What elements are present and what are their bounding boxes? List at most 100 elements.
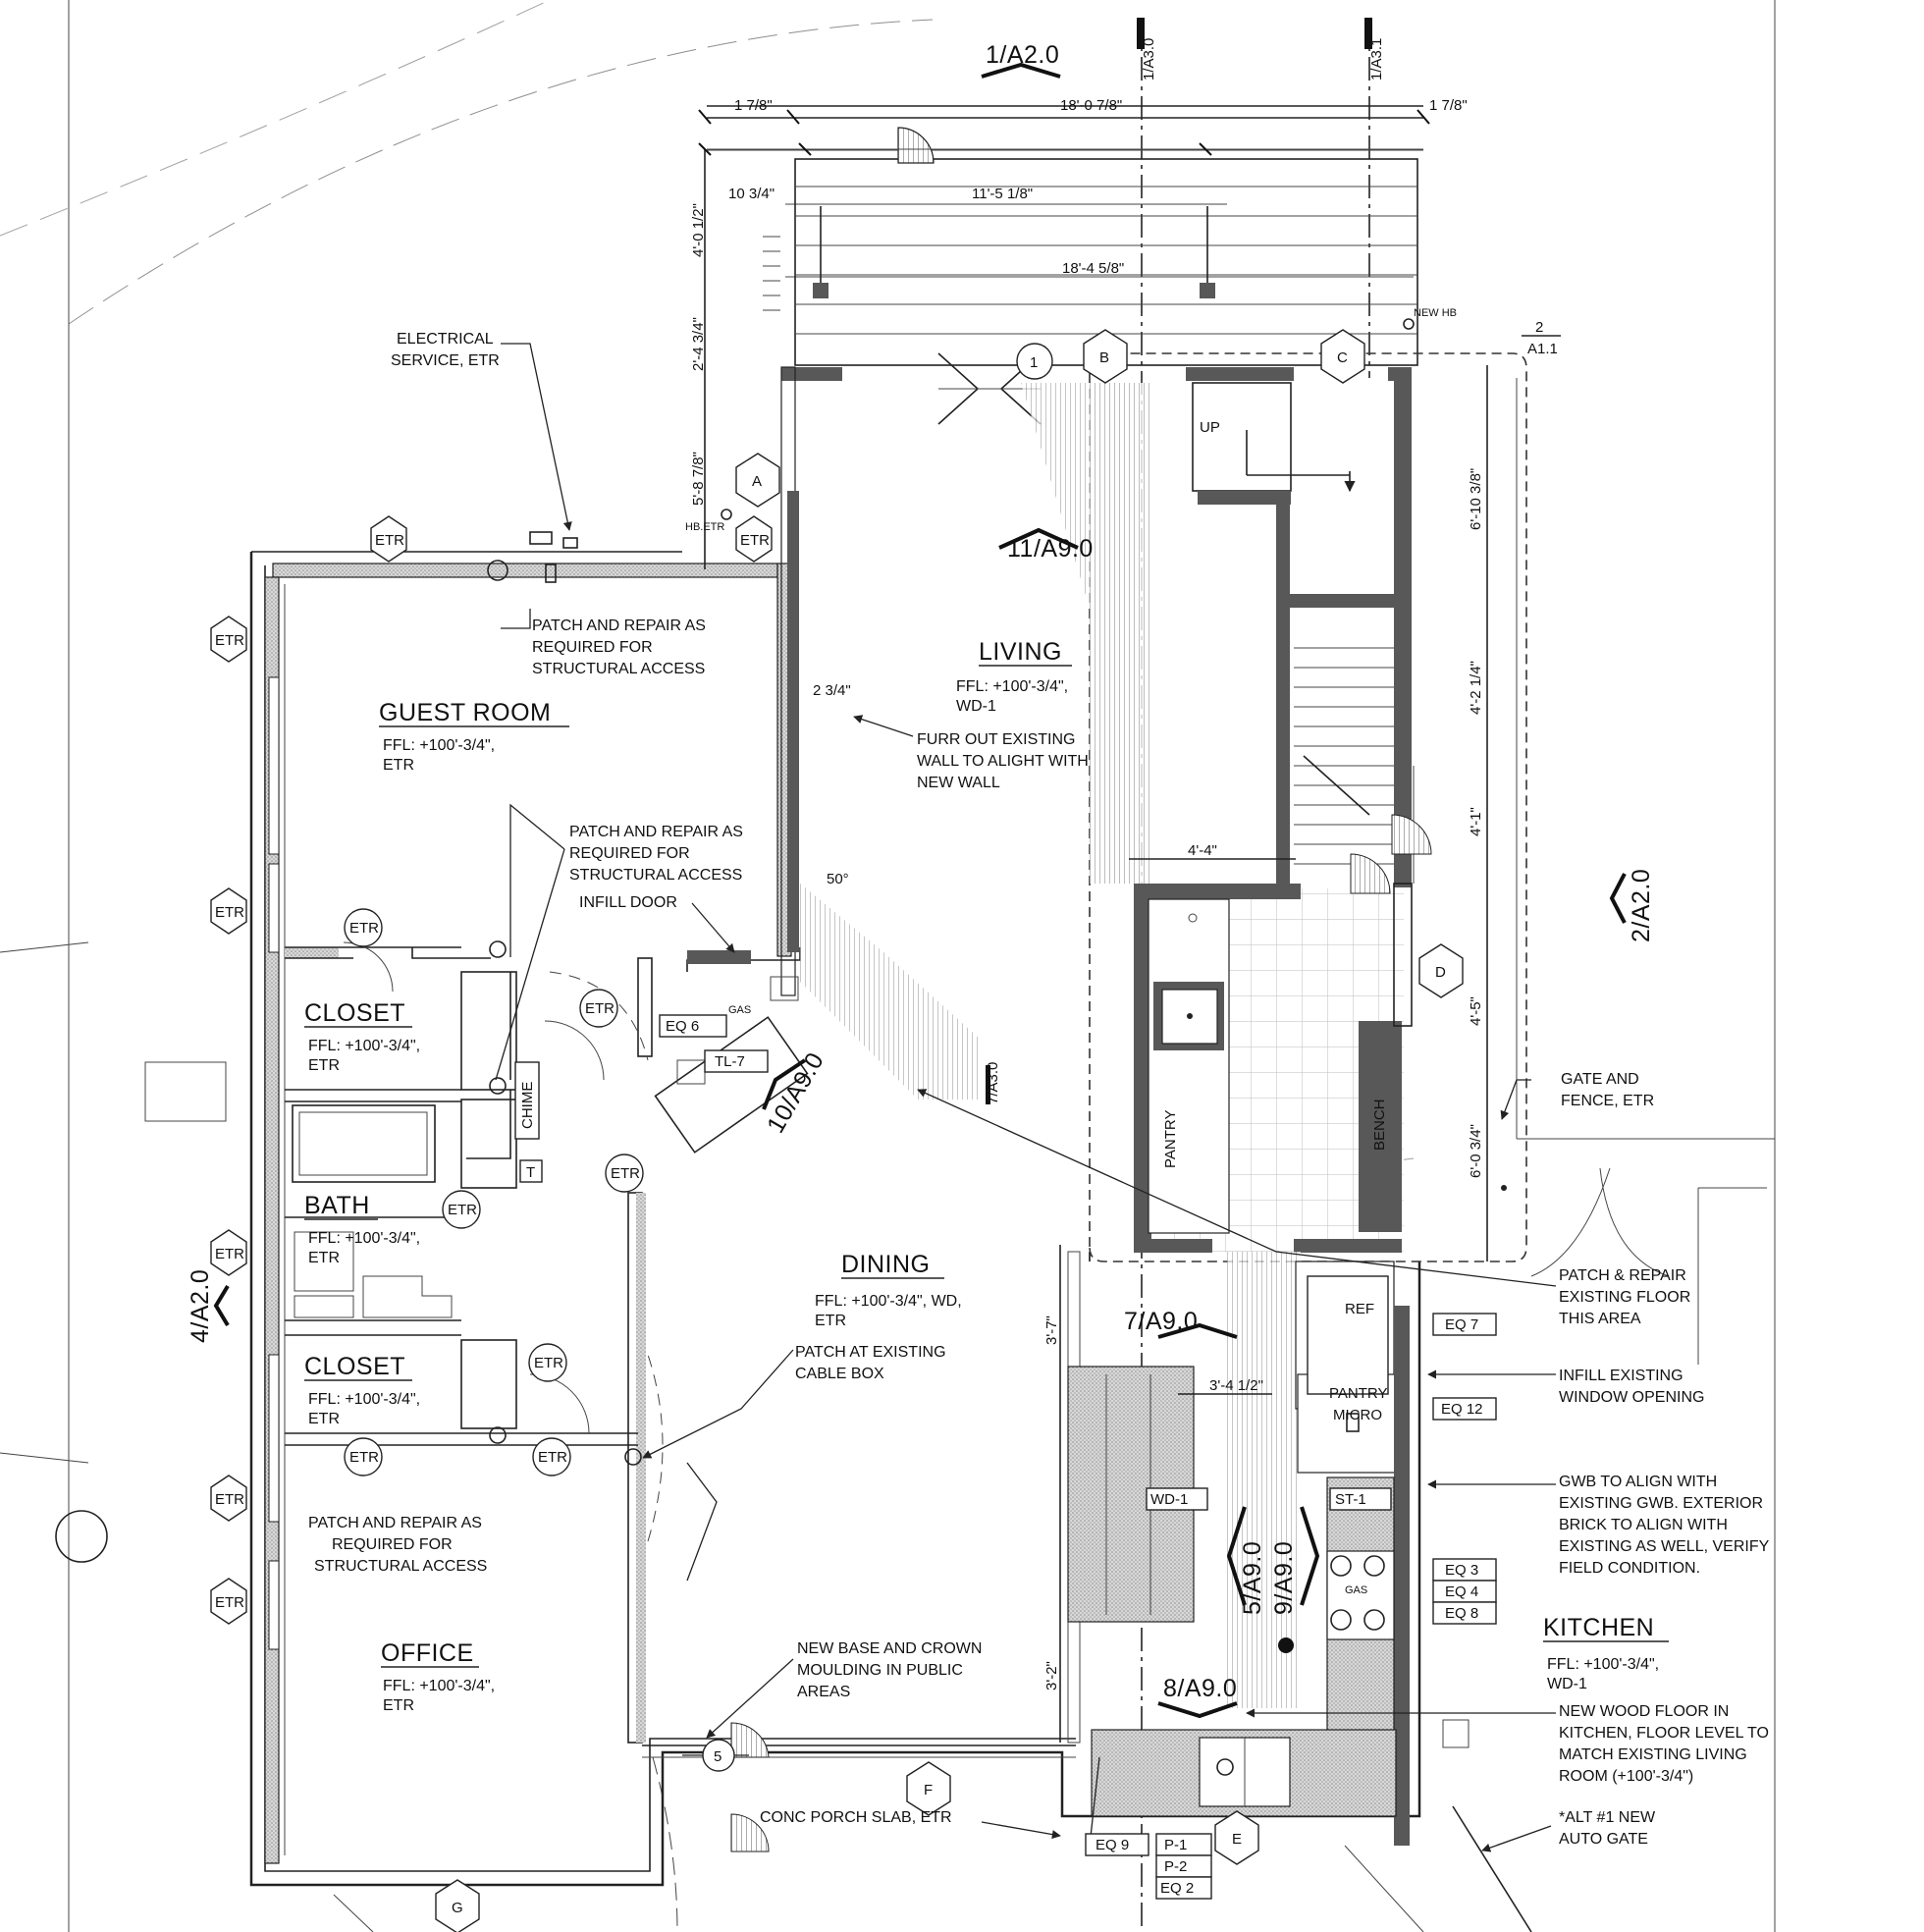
dim-10-3-4: 10 3/4" — [728, 186, 775, 202]
note-electrical-2: SERVICE, ETR — [391, 352, 500, 369]
etr-tag: ETR — [585, 1000, 615, 1017]
grid-label-b: B — [1099, 349, 1109, 366]
eq9-tag: EQ 9 — [1096, 1837, 1129, 1853]
eq2-tag: EQ 2 — [1160, 1880, 1194, 1897]
note-auto-gate-1: *ALT #1 NEW — [1559, 1809, 1656, 1826]
utility-circle — [55, 1510, 108, 1563]
dim-2-3-4: 2 3/4" — [813, 682, 851, 699]
note-wood-floor-3: MATCH EXISTING LIVING — [1559, 1746, 1747, 1763]
tl7-tag: TL-7 — [715, 1053, 745, 1070]
grid-bubbles — [435, 329, 1507, 1932]
eq3-tag: EQ 3 — [1445, 1562, 1478, 1579]
note-gate-fence-2: FENCE, ETR — [1561, 1093, 1654, 1109]
note-electrical-1: ELECTRICAL — [397, 331, 494, 348]
section-ref-5-a9-0: 5/A9.0 — [1239, 1541, 1266, 1615]
living-room-walls — [686, 352, 1527, 1262]
section-lines — [707, 18, 1423, 1932]
etr-tag: ETR — [611, 1165, 640, 1182]
note-auto-gate-2: AUTO GATE — [1559, 1831, 1648, 1848]
dim-3-7: 3'-7" — [1043, 1315, 1060, 1345]
section-ref-8-a9-0: 8/A9.0 — [1163, 1675, 1237, 1702]
pantry-area — [1134, 814, 1432, 1253]
spec-tag-boxes — [514, 1014, 1497, 1900]
section-ref-2-a2-0: 2/A2.0 — [1628, 869, 1655, 942]
note-infill-door: INFILL DOOR — [579, 894, 677, 911]
dining-ffl: FFL: +100'-3/4", WD, — [815, 1293, 962, 1310]
new-hb-tag: NEW HB — [1414, 307, 1457, 319]
gas-label-range: GAS — [1345, 1584, 1367, 1596]
note-wood-floor-2: KITCHEN, FLOOR LEVEL TO — [1559, 1725, 1769, 1742]
guest-room-ffl-2: ETR — [383, 757, 414, 774]
kitchen-ffl-2: WD-1 — [1547, 1676, 1587, 1692]
grid-bubble-a — [735, 453, 780, 508]
section-ref-11-a9-0: 11/A9.0 — [1007, 535, 1094, 563]
grid-bubble-b — [1083, 329, 1128, 384]
note-infill-window-1: INFILL EXISTING — [1559, 1368, 1684, 1384]
site-lines — [0, 0, 1776, 1932]
dim-2-4-3-4: 2'-4 3/4" — [690, 317, 707, 371]
grid-bubble-e — [1214, 1810, 1259, 1865]
office-ffl: FFL: +100'-3/4", — [383, 1678, 495, 1694]
pantry-micro-label-1: PANTRY — [1329, 1385, 1387, 1402]
eq6-tag: EQ 6 — [666, 1018, 699, 1035]
section-ref-2: 2 — [1535, 319, 1543, 336]
leader-lines — [495, 343, 1557, 1852]
etr-tag: ETR — [448, 1202, 477, 1218]
office-ffl-2: ETR — [383, 1697, 414, 1714]
etr-tag: ETR — [215, 1246, 244, 1262]
guest-room-walls — [264, 531, 792, 1864]
etr-tag: ETR — [215, 1491, 244, 1508]
note-labels: ELECTRICAL SERVICE, ETR PATCH AND REPAIR… — [308, 331, 1770, 1848]
note-patch-cable-1: PATCH AT EXISTING — [795, 1344, 946, 1361]
ref-label: REF — [1345, 1301, 1374, 1317]
note-patch-low-3: STRUCTURAL ACCESS — [314, 1558, 487, 1575]
note-patch-top-1: PATCH AND REPAIR AS — [532, 617, 706, 634]
note-moulding-3: AREAS — [797, 1684, 850, 1700]
eq8-tag: EQ 8 — [1445, 1605, 1478, 1622]
living-ffl-2: WD-1 — [956, 698, 996, 715]
etr-tag: ETR — [215, 904, 244, 921]
thermostat-label: T — [526, 1164, 535, 1181]
grid-label-c: C — [1337, 349, 1348, 366]
dim-4-4: 4'-4" — [1188, 842, 1217, 859]
note-porch-slab: CONC PORCH SLAB, ETR — [760, 1809, 952, 1826]
dim-50-degrees: 50° — [827, 871, 849, 887]
room-dining: DINING — [841, 1251, 931, 1278]
note-gwb-1: GWB TO ALIGN WITH — [1559, 1474, 1717, 1490]
etr-tag: ETR — [215, 632, 244, 649]
section-ref-7-a9-0: 7/A9.0 — [1124, 1308, 1198, 1335]
note-moulding-2: MOULDING IN PUBLIC — [797, 1662, 963, 1679]
grid-label-e: E — [1232, 1831, 1242, 1848]
note-patch-low-2: REQUIRED FOR — [332, 1536, 453, 1553]
dim-5-8-7-8: 5'-8 7/8" — [690, 452, 707, 506]
grid-label-g: G — [452, 1900, 463, 1916]
etr-tags — [210, 318, 1415, 1625]
dimension-lines — [698, 109, 1488, 1743]
room-labels: GUEST ROOM FFL: +100'-3/4", ETR LIVING F… — [304, 638, 1669, 1714]
grid-label-a: A — [752, 473, 762, 490]
pantry-micro-label-2: MICRO — [1333, 1407, 1382, 1423]
p2-tag: P-2 — [1164, 1858, 1187, 1875]
section-ref-labels: 1/A2.0 1/A3.0 1/A3.1 11/A9.0 10/A9.0 7/A… — [187, 38, 1655, 1702]
section-ref-1-a3-1: 1/A3.1 — [1368, 38, 1385, 80]
note-patch-floor-3: THIS AREA — [1559, 1311, 1641, 1327]
section-ref-9-a9-0: 9/A9.0 — [1270, 1541, 1298, 1615]
dim-3-2: 3'-2" — [1043, 1661, 1060, 1690]
kitchen-ffl: FFL: +100'-3/4", — [1547, 1656, 1659, 1673]
dining-ffl-2: ETR — [815, 1313, 846, 1329]
dim-6-10-3-8: 6'-10 3/8" — [1468, 468, 1484, 530]
room-closet-upper: CLOSET — [304, 999, 405, 1027]
stair-core — [1192, 382, 1415, 913]
note-patch-mid-2: REQUIRED FOR — [569, 845, 690, 862]
note-gate-fence-1: GATE AND — [1561, 1071, 1639, 1088]
dim-4-0-1-2: 4'-0 1/2" — [690, 203, 707, 257]
bench-label: BENCH — [1371, 1099, 1388, 1151]
etr-tag: ETR — [375, 532, 404, 549]
room-kitchen: KITCHEN — [1543, 1614, 1654, 1641]
note-furr-1: FURR OUT EXISTING — [917, 731, 1076, 748]
note-patch-mid-1: PATCH AND REPAIR AS — [569, 824, 743, 840]
door-bubble-5 — [702, 1739, 735, 1772]
dim-6-0-3-4: 6'-0 3/4" — [1468, 1124, 1484, 1178]
closet-lower-ffl-2: ETR — [308, 1411, 340, 1427]
closet-upper-ffl-2: ETR — [308, 1057, 340, 1074]
